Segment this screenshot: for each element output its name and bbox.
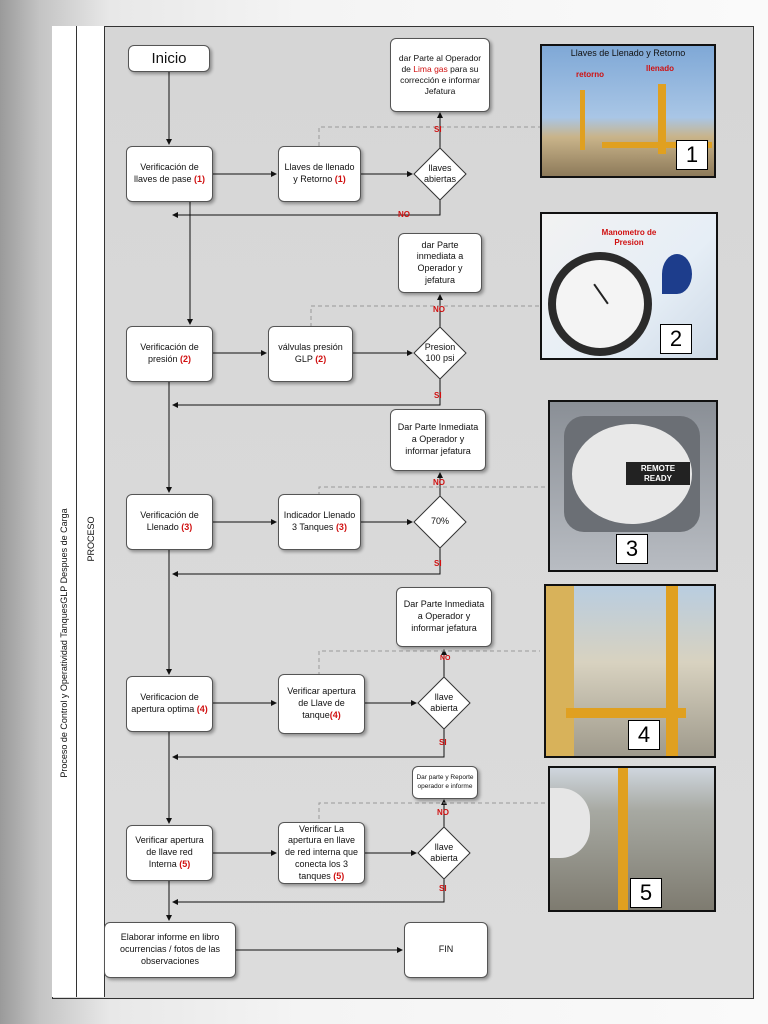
report-text: Dar Parte Inmediata a Operador y informa…: [397, 422, 479, 456]
report-final-node: Elaborar informe en libro ocurrencias / …: [104, 922, 236, 978]
pipe-shape: [658, 84, 666, 154]
decision-label-1: llaves abiertas: [423, 162, 457, 184]
decision-label-4: llave abierta: [430, 691, 458, 713]
proceso-lane-title: PROCESO: [86, 516, 96, 562]
ref-badge: (1): [194, 174, 206, 184]
detail-node-4: Verificar apertura de Llave de tanque(4): [278, 674, 365, 734]
tank-shape: [550, 788, 590, 858]
verify-text: Verificación de Llenado: [140, 510, 199, 532]
yes-label: SI: [439, 738, 447, 747]
pipe-shape: [566, 708, 686, 718]
photo-number: 5: [630, 878, 662, 908]
ref-badge: (1): [334, 174, 346, 184]
no-label: NO: [433, 478, 445, 487]
photo-4: 4: [544, 584, 716, 758]
report-text: dar Parte al Operador de: [398, 52, 482, 74]
yes-label: SI: [434, 559, 442, 568]
process-lane-title: Proceso de Control y Operatividad Tanque…: [59, 508, 69, 778]
detail-node-2: válvulas presión GLP (2): [268, 326, 353, 382]
photo-caption: Llaves de Llenado y Retorno: [570, 48, 686, 58]
verify-text: Verificar apertura de llave red Interna: [135, 835, 204, 869]
process-lane: Proceso de Control y Operatividad Tanque…: [52, 26, 77, 997]
end-node: FIN: [404, 922, 488, 978]
report-text: Dar Parte Inmediata a Operador y informa…: [403, 599, 485, 633]
verify-text: Verificación de presión: [140, 342, 199, 364]
report-text: para su corrección e informar Jefatura: [400, 63, 480, 97]
ref-badge: (2): [180, 354, 192, 364]
photo-number: 4: [628, 720, 660, 750]
yes-label: SI: [439, 884, 447, 893]
verify-node-1: Verificación de llaves de pase (1): [126, 146, 213, 202]
gauge-label: REMOTE READY: [626, 462, 690, 486]
ref-badge: (3): [335, 522, 347, 532]
fill-gauge: REMOTE READY: [564, 416, 700, 532]
photo-3: REMOTE READY 3: [548, 400, 718, 572]
report-node-3: Dar Parte Inmediata a Operador y informa…: [390, 409, 486, 471]
detail-text: válvulas presión GLP: [278, 342, 343, 364]
photo-number: 3: [616, 534, 648, 564]
decision-label-2: Presion 100 psi: [424, 341, 456, 363]
proceso-lane: PROCESO: [77, 26, 105, 997]
photo-label: retorno: [576, 70, 604, 79]
photo-label: llenado: [646, 64, 675, 73]
no-label: NO: [440, 655, 451, 662]
pipe-shape: [602, 142, 712, 148]
verify-text: Verificacion de apertura optima: [131, 692, 199, 714]
company-name: Lima gas: [413, 63, 448, 74]
verify-node-5: Verificar apertura de llave red Interna …: [126, 825, 213, 881]
verify-text: Verificación de llaves de pase: [133, 162, 199, 184]
decision-label-3: 70%: [430, 516, 449, 527]
pressure-gauge: [548, 252, 652, 356]
detail-node-3: Indicador Llenado 3 Tanques (3): [278, 494, 361, 550]
report-text: Dar parte y Reporte operador e informe: [416, 774, 474, 790]
detail-text: Indicador Llenado 3 Tanques: [283, 510, 356, 532]
verify-node-4: Verificacion de apertura optima (4): [126, 676, 213, 732]
verify-node-3: Verificación de Llenado (3): [126, 494, 213, 550]
no-label: NO: [398, 210, 410, 219]
report-node-4: Dar Parte Inmediata a Operador y informa…: [396, 587, 492, 647]
photo-number: 1: [676, 140, 708, 170]
photo-label: Manometro de Presion: [601, 228, 657, 247]
no-label: NO: [437, 808, 449, 817]
pipe-shape: [666, 586, 678, 756]
photo-1: Llaves de Llenado y Retorno retorno llen…: [540, 44, 716, 178]
photo-5: 5: [548, 766, 716, 912]
photo-number: 2: [660, 324, 692, 354]
report-node-5: Dar parte y Reporte operador e informe: [412, 766, 478, 799]
start-node: Inicio: [128, 45, 210, 72]
ref-badge: (3): [181, 522, 193, 532]
verify-node-2: Verificación de presión (2): [126, 326, 213, 382]
report-node-2: dar Parte inmediata a Operador y jefatur…: [398, 233, 482, 293]
pipe-shape: [580, 90, 585, 150]
report-text: dar Parte inmediata a Operador y jefatur…: [416, 239, 464, 285]
report-node-1: dar Parte al Operador de Lima gas para s…: [390, 38, 490, 112]
brand-shape: [662, 254, 692, 294]
photo-2: Manometro de Presion 2: [540, 212, 718, 360]
gauge-face: [556, 260, 644, 348]
decision-label-5: llave abierta: [430, 841, 458, 863]
pipe-shape: [618, 768, 628, 910]
yes-label: SI: [434, 391, 442, 400]
ref-badge: (4): [196, 704, 208, 714]
detail-text: Verificar La apertura en llave de red in…: [284, 823, 359, 881]
ref-badge: (4): [329, 709, 341, 720]
detail-text: Llaves de llenado y Retorno: [284, 162, 355, 184]
ref-badge: (5): [179, 858, 191, 869]
detail-node-5: Verificar La apertura en llave de red in…: [278, 822, 365, 884]
no-label: NO: [433, 305, 445, 314]
ref-badge: (5): [333, 870, 345, 881]
ref-badge: (2): [315, 354, 327, 364]
detail-text: Verificar apertura de Llave de tanque: [287, 686, 356, 720]
yes-label: SI: [434, 125, 442, 134]
detail-node-1: Llaves de llenado y Retorno (1): [278, 146, 361, 202]
wall-shape: [546, 586, 574, 756]
